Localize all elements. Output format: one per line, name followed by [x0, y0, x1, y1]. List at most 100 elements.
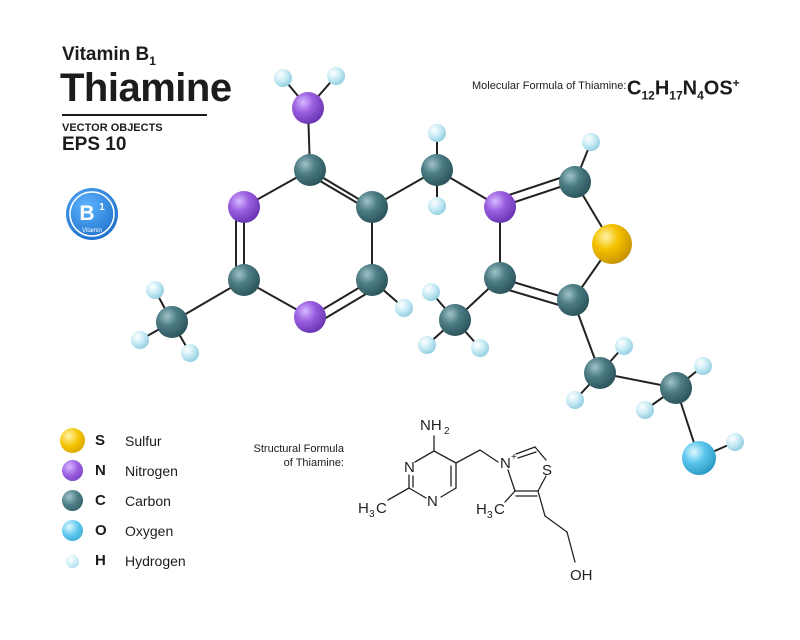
formula-superscript: + — [732, 76, 740, 90]
hydrogen-atom — [615, 337, 633, 355]
ring-nitrogen-1: N — [404, 459, 415, 476]
skeletal-bond — [433, 450, 457, 464]
title-divider — [62, 114, 207, 116]
carbon-swatch — [62, 490, 83, 511]
skeletal-bond — [537, 490, 546, 517]
ring-nitrogen-2: N — [427, 493, 438, 510]
formula-part: H — [654, 77, 670, 100]
nh2-subscript: 2 — [444, 426, 450, 437]
hydrogen-atom — [274, 69, 292, 87]
badge-superscript: 1 — [99, 202, 105, 213]
hydrogen-atom — [327, 67, 345, 85]
skeletal-bond — [534, 446, 547, 461]
legend-symbol: S — [95, 432, 106, 449]
hydrogen-atom — [422, 283, 440, 301]
page-title: Thiamine — [60, 66, 232, 110]
carbon-atom — [484, 262, 516, 294]
formula-part: C — [627, 77, 642, 100]
carbon-atom — [439, 304, 471, 336]
thiazolium-charge: + — [511, 452, 517, 463]
skeletal-bond — [537, 475, 547, 492]
hydrogen-atom — [418, 336, 436, 354]
ch3-left-c: C — [376, 500, 387, 517]
hydroxyl-label: OH — [570, 567, 593, 584]
carbon-atom — [557, 284, 589, 316]
structural-caption-line: Structural Formula — [253, 443, 344, 455]
badge-letter: B — [79, 202, 94, 225]
legend-name: Sulfur — [125, 433, 162, 449]
formula-subscript: 17 — [669, 88, 683, 103]
eps-label: EPS 10 — [62, 134, 127, 155]
molecular-formula-caption: Molecular Formula of Thiamine: — [472, 80, 627, 92]
carbon-atom — [156, 306, 188, 338]
nitrogen-atom — [292, 92, 324, 124]
hydrogen-atom — [726, 433, 744, 451]
legend-item-sulfur: S Sulfur — [60, 428, 220, 458]
carbon-atom — [356, 191, 388, 223]
legend-symbol: N — [95, 462, 106, 479]
vitamin-subtitle-subscript: 1 — [149, 53, 156, 68]
legend-item-carbon: C Carbon — [60, 488, 220, 518]
skeletal-bond — [408, 487, 427, 499]
vector-objects-label: VECTOR OBJECTS — [62, 122, 163, 134]
structural-labels: NH 2 N N N + S H 3 C H 3 C OH — [358, 417, 593, 584]
formula-part: OS — [703, 77, 733, 100]
vitamin-subtitle-text: Vitamin B — [62, 44, 150, 65]
hydrogen-swatch — [66, 555, 79, 568]
legend-symbol: C — [95, 492, 106, 509]
legend-symbol: O — [95, 522, 107, 539]
ch3-left-subscript: 3 — [369, 509, 375, 520]
hydrogen-atom — [636, 401, 654, 419]
skeletal-bond — [455, 449, 481, 464]
hydrogen-atom — [131, 331, 149, 349]
thiazolium-nitrogen: N — [500, 455, 511, 472]
legend-item-nitrogen: N Nitrogen — [60, 458, 220, 488]
carbon-atom — [294, 154, 326, 186]
carbon-atom — [660, 372, 692, 404]
nitrogen-atom — [294, 301, 326, 333]
legend-item-oxygen: O Oxygen — [60, 518, 220, 548]
hydrogen-atom — [395, 299, 413, 317]
legend-name: Nitrogen — [125, 463, 178, 479]
oxygen-swatch — [62, 520, 83, 541]
skeletal-bond — [507, 469, 516, 492]
formula-subscript: 4 — [697, 88, 704, 103]
nitrogen-swatch — [62, 460, 83, 481]
skeletal-bond — [414, 450, 435, 463]
molecule-atoms — [131, 67, 744, 475]
hydrogen-atom — [566, 391, 584, 409]
vitamin-b1-badge: B 1 Vitamin — [66, 188, 118, 240]
nh2-label: NH — [420, 417, 442, 434]
sulfur-atom — [592, 224, 632, 264]
hydrogen-atom — [428, 124, 446, 142]
carbon-atom — [584, 357, 616, 389]
skeletal-bond — [515, 446, 536, 455]
nitrogen-atom — [484, 191, 516, 223]
skeletal-bond — [440, 487, 457, 498]
carbon-atom — [559, 166, 591, 198]
nitrogen-atom — [228, 191, 260, 223]
structural-formula — [387, 435, 576, 563]
hydrogen-atom — [471, 339, 489, 357]
hydrogen-atom — [582, 133, 600, 151]
badge-circle — [66, 188, 118, 240]
badge-caption: Vitamin — [82, 228, 102, 234]
skeletal-bond — [387, 487, 410, 501]
ch3-right-c: C — [494, 501, 505, 518]
hydrogen-atom — [428, 197, 446, 215]
carbon-atom — [356, 264, 388, 296]
carbon-atom — [421, 154, 453, 186]
skeletal-bond — [566, 531, 576, 563]
badge-inner-ring — [69, 191, 115, 237]
ch3-right-subscript: 3 — [487, 510, 493, 521]
hydrogen-atom — [694, 357, 712, 375]
formula-part: N — [682, 77, 698, 100]
oxygen-atom — [682, 441, 716, 475]
formula-subscript: 12 — [641, 88, 655, 103]
ch3-right-h: H — [476, 501, 487, 518]
sulfur-swatch — [60, 428, 85, 453]
vitamin-subtitle: Vitamin B1 — [62, 44, 156, 68]
thiazole-sulfur: S — [542, 462, 552, 479]
legend-name: Carbon — [125, 493, 171, 509]
